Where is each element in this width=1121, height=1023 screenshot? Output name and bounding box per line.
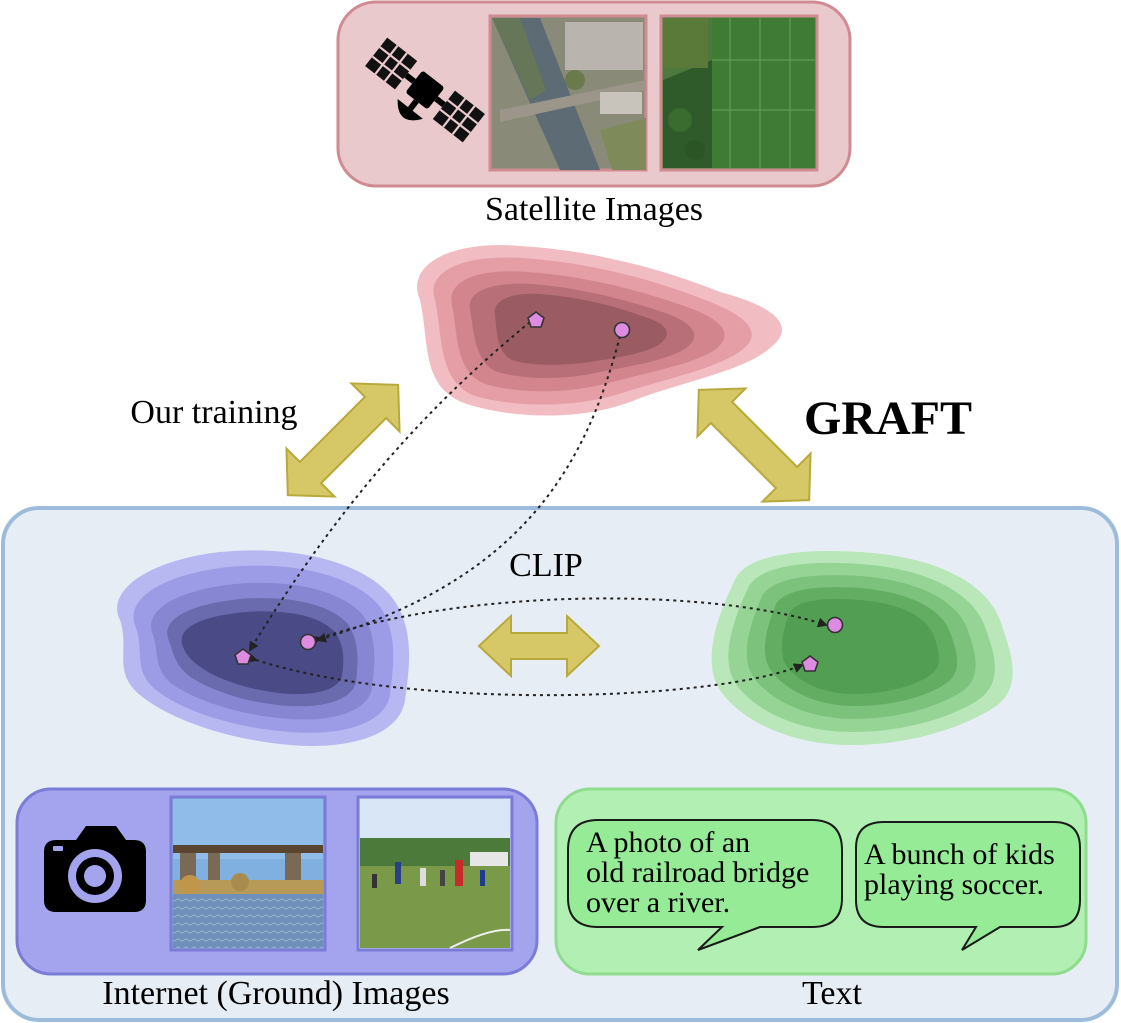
satellite-photo-river [488, 14, 648, 172]
bubble-bridge-line-3: over a river. [586, 886, 730, 919]
speech-bubble-bridge: A photo of an old railroad bridge over a… [567, 819, 843, 951]
satellite-panel [336, 0, 852, 188]
text-circle-point [826, 616, 844, 634]
ground-photo-bridge [169, 795, 327, 952]
graft-label: GRAFT [804, 392, 972, 445]
satellite-photo-field [659, 14, 819, 172]
text-embedding-cluster [711, 550, 1013, 745]
connector-pentagon-ground-text [246, 652, 804, 697]
text-panel: A photo of an old railroad bridge over a… [554, 787, 1088, 976]
text-pentagon-point [801, 655, 819, 672]
ground-label: Internet (Ground) Images [102, 975, 449, 1012]
text-label: Text [802, 975, 862, 1012]
clip-label: CLIP [509, 547, 583, 584]
ground-photo-soccer [356, 795, 514, 952]
bubble-soccer-line-1: A bunch of kids [864, 838, 1055, 871]
bubble-bridge-line-1: A photo of an [586, 826, 750, 859]
satellite-label: Satellite Images [485, 191, 703, 228]
ground-images-panel [15, 787, 539, 976]
satellite-pentagon-point [527, 311, 545, 328]
ground-pentagon-point [234, 648, 252, 665]
bubble-bridge-line-2: old railroad bridge [586, 856, 809, 889]
camera-icon [44, 826, 146, 912]
connector-circle-sat-ground [316, 326, 627, 643]
connector-pentagon-sat-ground [248, 313, 540, 652]
our-training-label: Our training [130, 394, 297, 431]
our-training-double-arrow [285, 382, 401, 498]
ground-circle-point [299, 633, 317, 651]
satellite-icon [365, 37, 485, 143]
speech-bubble-soccer: A bunch of kids playing soccer. [855, 821, 1081, 951]
embedding-points [234, 311, 844, 672]
satellite-circle-point [613, 321, 631, 339]
graft-double-arrow [696, 387, 812, 503]
connector-circle-ground-text [310, 597, 828, 646]
bubble-soccer-line-2: playing soccer. [864, 868, 1044, 901]
correspondence-connectors [246, 313, 828, 697]
